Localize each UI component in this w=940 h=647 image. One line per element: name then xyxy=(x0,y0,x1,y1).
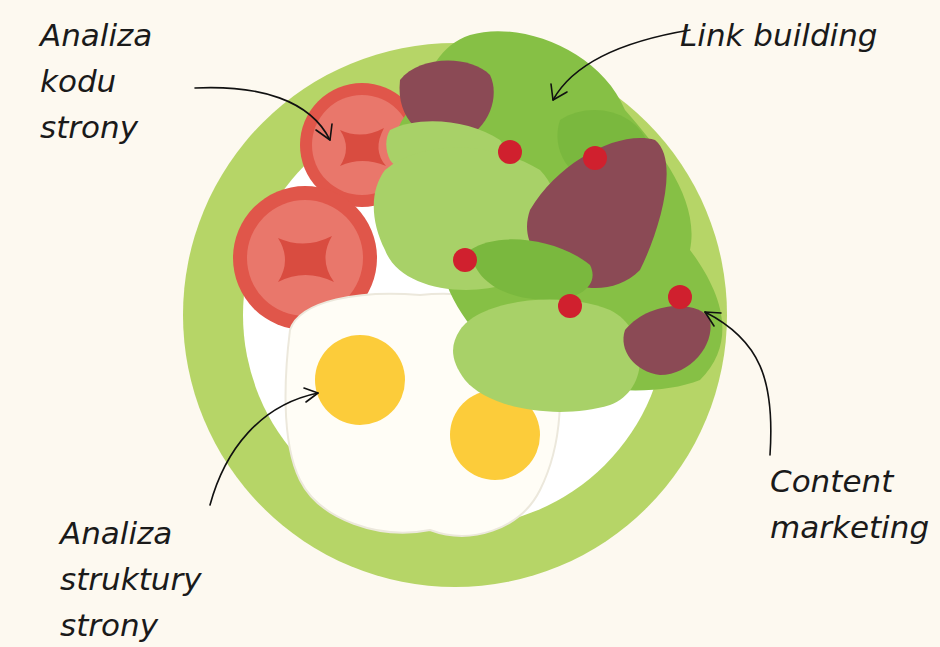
leader-line xyxy=(210,393,318,505)
plate-rim xyxy=(183,43,727,587)
radicchio-leaf xyxy=(623,306,710,375)
arrow-head xyxy=(705,312,721,326)
berry xyxy=(453,248,477,272)
berry xyxy=(668,285,692,309)
salad xyxy=(374,31,723,412)
callout-label: Content marketing xyxy=(770,458,940,550)
lettuce-leaf xyxy=(453,300,640,412)
berry xyxy=(558,294,582,318)
leader-line xyxy=(195,88,330,140)
leader-line xyxy=(553,30,690,100)
lettuce-leaf xyxy=(470,239,593,300)
leader-line xyxy=(705,312,771,455)
tomato-seeds xyxy=(340,128,386,166)
berry xyxy=(498,140,522,164)
leader-arrows xyxy=(195,30,771,505)
berry xyxy=(583,146,607,170)
callout-label: Analiza struktury strony xyxy=(60,510,230,647)
egg-yolk xyxy=(315,335,405,425)
arrow-head xyxy=(304,388,318,402)
tomato-seeds xyxy=(278,236,334,282)
arrow-head xyxy=(551,84,567,100)
callout-label: Link building xyxy=(680,12,930,58)
callout-label: Analiza kodu strony xyxy=(40,12,180,150)
arrow-head xyxy=(316,124,332,140)
